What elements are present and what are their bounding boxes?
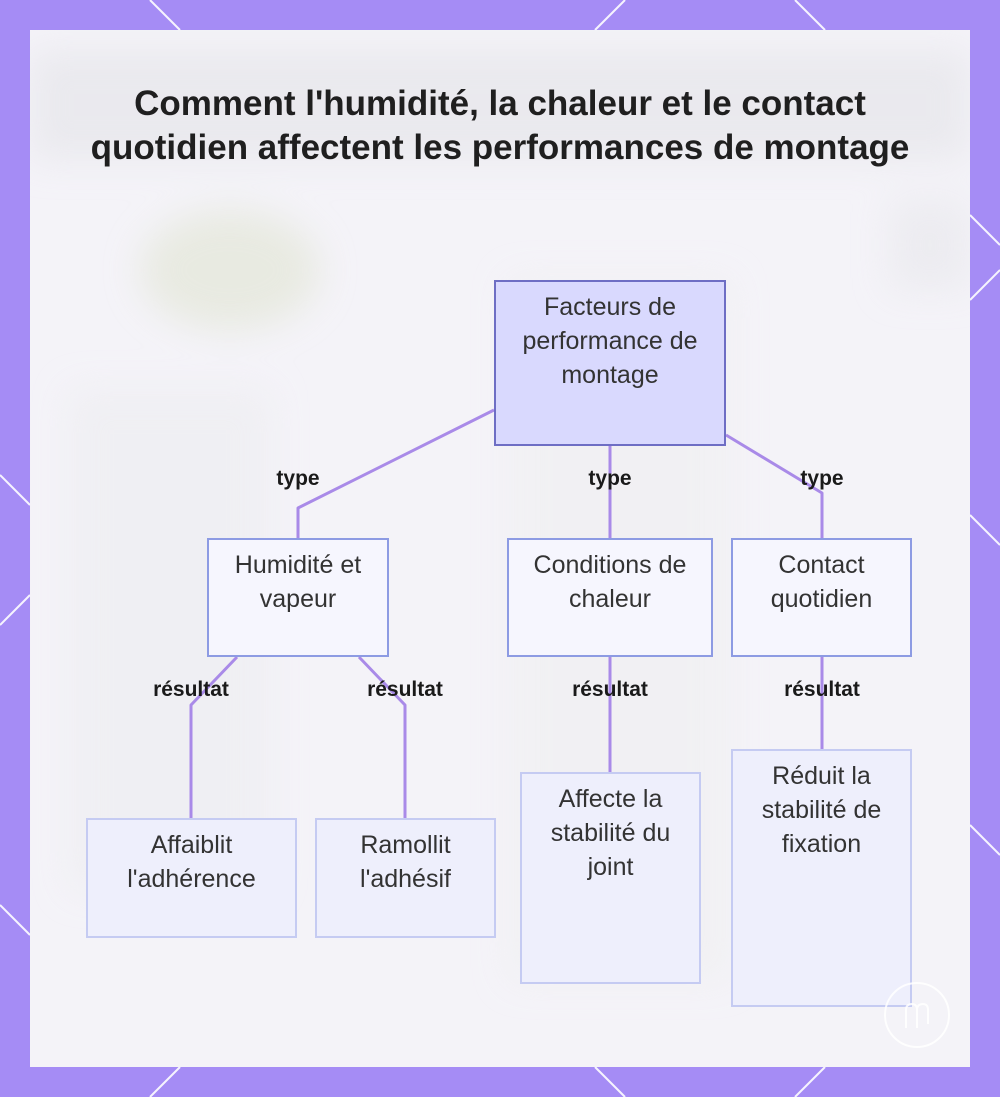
node-contact: Contact quotidien (731, 538, 912, 657)
edge-label-type-heat: type (588, 467, 632, 490)
edge-label-result-fixation: résultat (784, 678, 860, 701)
node-fixation-label: Réduit la stabilité de fixation (761, 762, 882, 858)
edge-root-humidity (296, 408, 495, 540)
edge-humidity-weakens (189, 655, 239, 820)
node-heat: Conditions de chaleur (507, 538, 713, 657)
connector-lines (189, 408, 824, 820)
edge-humidity-softens (357, 655, 407, 820)
node-softens: Ramollit l'adhésif (315, 818, 496, 938)
node-humidity: Humidité et vapeur (207, 538, 389, 657)
watermark-logo-icon (884, 982, 950, 1048)
node-joint-label: Affecte la stabilité du joint (550, 785, 671, 881)
edge-label-result-joint: résultat (572, 678, 648, 701)
node-root-label: Facteurs de performance de montage (522, 293, 698, 389)
diagram-panel: Comment l'humidité, la chaleur et le con… (30, 30, 970, 1067)
edge-label-type-contact: type (800, 467, 844, 490)
edge-root-contact (725, 433, 824, 540)
node-heat-label: Conditions de chaleur (533, 551, 687, 613)
diagram-title: Comment l'humidité, la chaleur et le con… (90, 84, 910, 167)
node-contact-label: Contact quotidien (770, 551, 873, 613)
node-joint: Affecte la stabilité du joint (520, 772, 701, 984)
node-root: Facteurs de performance de montage (494, 280, 726, 446)
node-softens-label: Ramollit l'adhésif (360, 831, 451, 893)
node-fixation: Réduit la stabilité de fixation (731, 749, 912, 1007)
node-weakens-label: Affaiblit l'adhérence (127, 831, 256, 893)
node-humidity-label: Humidité et vapeur (234, 551, 362, 613)
edge-label-result-softens: résultat (367, 678, 443, 701)
edge-label-result-weakens: résultat (153, 678, 229, 701)
node-weakens: Affaiblit l'adhérence (86, 818, 297, 938)
edge-label-type-humidity: type (276, 467, 320, 490)
